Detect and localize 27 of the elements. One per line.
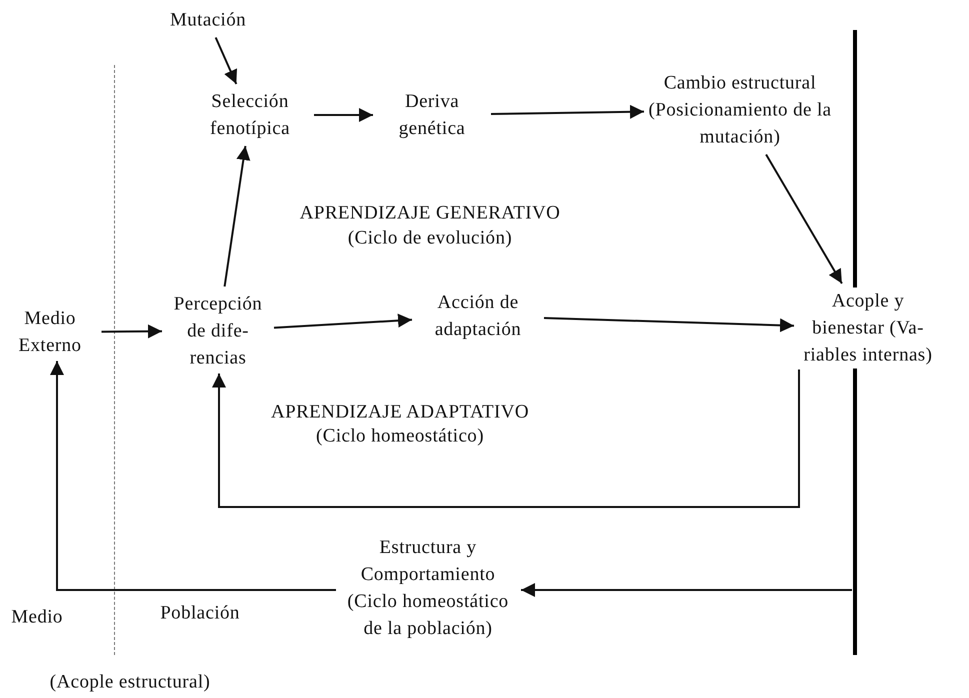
arrow bbox=[224, 146, 250, 287]
caption-label: (Acople estructural) bbox=[50, 670, 210, 694]
zone-label: Población bbox=[160, 602, 240, 626]
arrow bbox=[102, 324, 162, 338]
cycle-title: APRENDIZAJE GENERATIVO bbox=[300, 202, 560, 226]
node-text: Medio Externo bbox=[18, 307, 82, 358]
zone-label: Medio bbox=[11, 606, 63, 630]
arrow bbox=[50, 361, 336, 591]
arrow bbox=[212, 370, 800, 508]
cycle-subtitle: (Ciclo de evolución) bbox=[348, 226, 512, 250]
arrow bbox=[544, 317, 794, 332]
cycle-title: APRENDIZAJE ADAPTATIVO bbox=[271, 400, 529, 424]
node-text: Acople y bienestar (Va- riables internas) bbox=[802, 290, 934, 368]
arrow bbox=[765, 154, 843, 284]
arrow bbox=[274, 314, 412, 329]
node-text: Selección fenotípica bbox=[209, 90, 291, 141]
node-text: Mutación bbox=[168, 8, 248, 32]
arrow bbox=[521, 583, 852, 597]
arrow bbox=[490, 104, 644, 119]
arrow bbox=[214, 37, 238, 84]
node-text: Percepción de dife- rencias bbox=[172, 292, 264, 370]
node-text: Acción de adaptación bbox=[434, 291, 522, 342]
node-text: Deriva genética bbox=[398, 90, 466, 141]
node-text: Cambio estructural (Posicionamiento de la mutación) bbox=[648, 72, 832, 150]
cycle-subtitle: (Ciclo homeostático) bbox=[316, 424, 484, 448]
arrow bbox=[314, 108, 373, 122]
node-text: Estructura y Comportamiento (Ciclo homeostático de la población) bbox=[346, 536, 510, 641]
